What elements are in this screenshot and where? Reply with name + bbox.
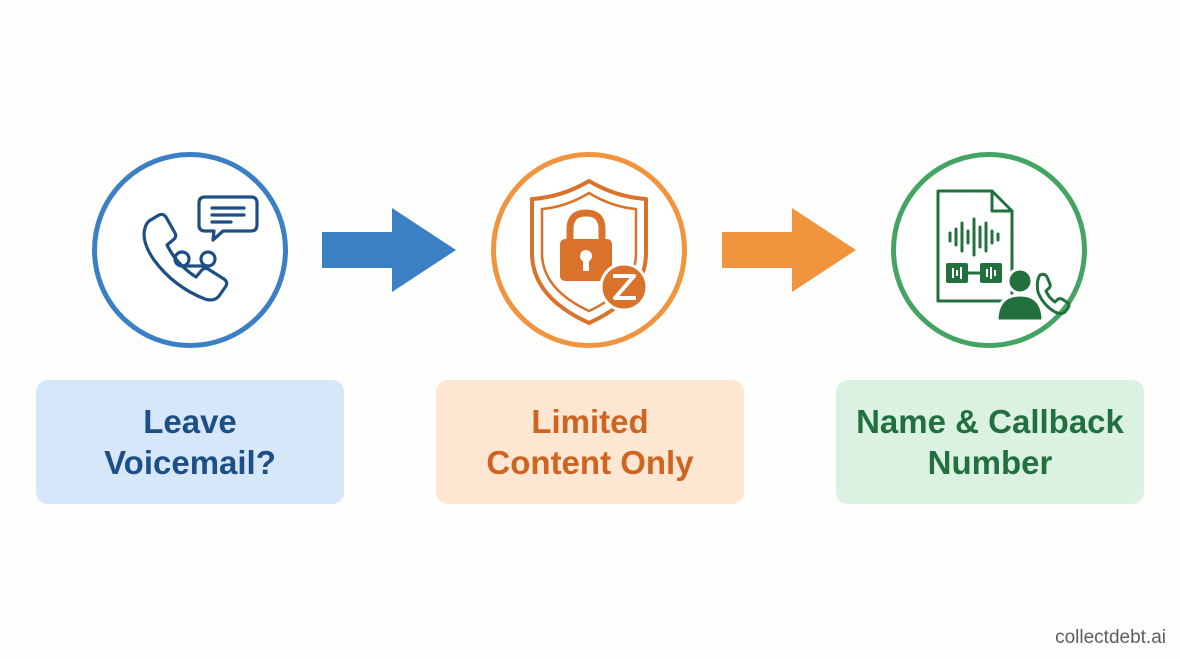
step-2-icon-circle [491, 152, 687, 348]
step-2-label: Limited Content Only [486, 403, 694, 481]
step-1-label-box: Leave Voicemail? [36, 380, 344, 504]
arrow-right-icon [722, 206, 858, 294]
shield-lock-icon [530, 179, 649, 325]
audio-file-caller-icon [936, 189, 1071, 323]
arrow-right-icon [322, 206, 458, 294]
step-2-label-box: Limited Content Only [436, 380, 744, 504]
step-1-icon-circle [92, 152, 288, 348]
step-3-label: Name & Callback Number [856, 403, 1124, 481]
phone-voicemail-icon [142, 195, 259, 302]
watermark: collectdebt.ai [1055, 627, 1166, 648]
step-3-icon-circle [891, 152, 1087, 348]
step-1-label: Leave Voicemail? [104, 403, 276, 481]
step-3-label-box: Name & Callback Number [836, 380, 1144, 504]
